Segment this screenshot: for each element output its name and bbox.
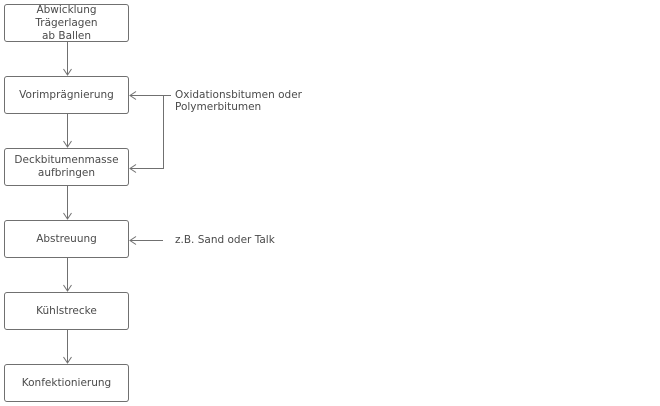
step-cooling-section: Kühlstrecke	[4, 292, 129, 330]
step-surfacing: Abstreuung	[4, 220, 129, 258]
step-apply-coating-bitumen: Deckbitumenmasse aufbringen	[4, 148, 129, 186]
arrowhead-bitumen-to-step3	[129, 164, 137, 173]
note-surfacing-material: z.B. Sand oder Talk	[175, 234, 275, 246]
bitumen-bracket-line	[130, 95, 164, 169]
step-unwinding: Abwicklung Trägerlagen ab Ballen	[4, 4, 129, 42]
arrowhead-sand-to-step4	[129, 236, 137, 245]
step-pre-impregnation: Vorimprägnierung	[4, 76, 129, 114]
arrowhead-step6	[63, 356, 72, 364]
arrowhead-step5	[63, 284, 72, 292]
step-finishing: Konfektionierung	[4, 364, 129, 402]
arrowhead-bitumen-to-step2	[129, 91, 137, 100]
note-bitumen-types: Oxidationsbitumen oder Polymerbitumen	[175, 89, 302, 113]
arrowhead-step3	[63, 140, 72, 148]
arrowhead-step2	[63, 68, 72, 76]
arrowhead-step4	[63, 212, 72, 220]
